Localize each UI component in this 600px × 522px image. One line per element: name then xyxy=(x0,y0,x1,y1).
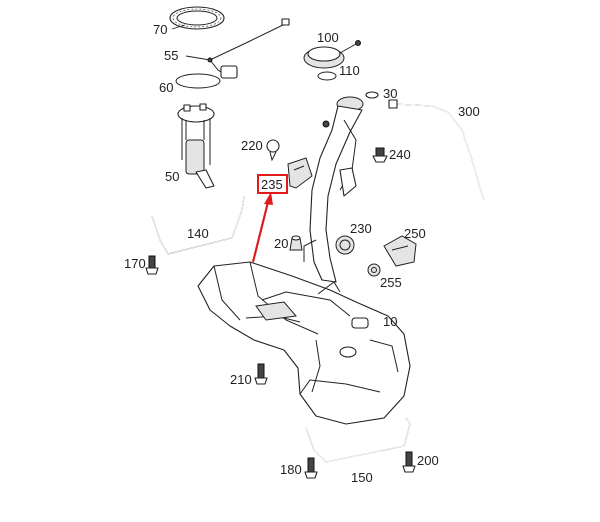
part-110-seal[interactable] xyxy=(317,71,337,81)
label-240: 240 xyxy=(389,147,411,162)
label-300: 300 xyxy=(458,104,480,119)
label-10: 10 xyxy=(383,314,397,329)
label-235[interactable]: 235 xyxy=(261,177,283,192)
part-170-bolt[interactable] xyxy=(145,255,159,275)
label-230: 230 xyxy=(350,221,372,236)
label-50: 50 xyxy=(165,169,179,184)
part-70-lock-ring[interactable] xyxy=(169,6,225,30)
part-250-bracket[interactable] xyxy=(383,235,417,267)
part-50-fuel-pump-module[interactable] xyxy=(177,103,215,189)
label-250: 250 xyxy=(404,226,426,241)
label-110: 110 xyxy=(339,63,360,78)
label-210: 210 xyxy=(230,372,252,387)
label-60: 60 xyxy=(159,80,173,95)
part-10-fuel-tank[interactable] xyxy=(197,261,411,425)
label-70: 70 xyxy=(153,22,167,37)
part-180-bolt[interactable] xyxy=(304,457,318,479)
part-220-clip[interactable] xyxy=(266,139,280,162)
part-240-bolt[interactable] xyxy=(372,147,388,163)
part-230-valve[interactable] xyxy=(335,235,355,255)
highlight-arrow xyxy=(251,192,273,263)
part-60-o-ring[interactable] xyxy=(175,73,221,89)
part-210-bolt[interactable] xyxy=(254,363,268,385)
label-170: 170 xyxy=(124,256,146,271)
part-20-mount[interactable] xyxy=(289,235,303,251)
label-150: 150 xyxy=(351,470,373,485)
label-30: 30 xyxy=(383,86,397,101)
part-filler-neck[interactable] xyxy=(303,96,364,283)
part-300-vent-line[interactable] xyxy=(388,99,485,201)
part-255-grommet[interactable] xyxy=(367,263,381,277)
label-255: 255 xyxy=(380,275,402,290)
part-100-cap[interactable] xyxy=(303,40,361,69)
part-235-bracket[interactable] xyxy=(287,157,313,189)
label-140: 140 xyxy=(187,226,209,241)
part-200-bolt[interactable] xyxy=(402,451,416,473)
label-180: 180 xyxy=(280,462,302,477)
label-55: 55 xyxy=(164,48,178,63)
label-20: 20 xyxy=(274,236,288,251)
label-100: 100 xyxy=(317,30,339,45)
part-30-washer[interactable] xyxy=(365,91,379,99)
highlight-box-235 xyxy=(257,174,288,194)
label-220: 220 xyxy=(241,138,263,153)
part-55-sender-wire[interactable] xyxy=(185,18,290,79)
part-150-strap[interactable] xyxy=(305,417,411,463)
part-140-strap[interactable] xyxy=(151,195,245,255)
label-200: 200 xyxy=(417,453,439,468)
